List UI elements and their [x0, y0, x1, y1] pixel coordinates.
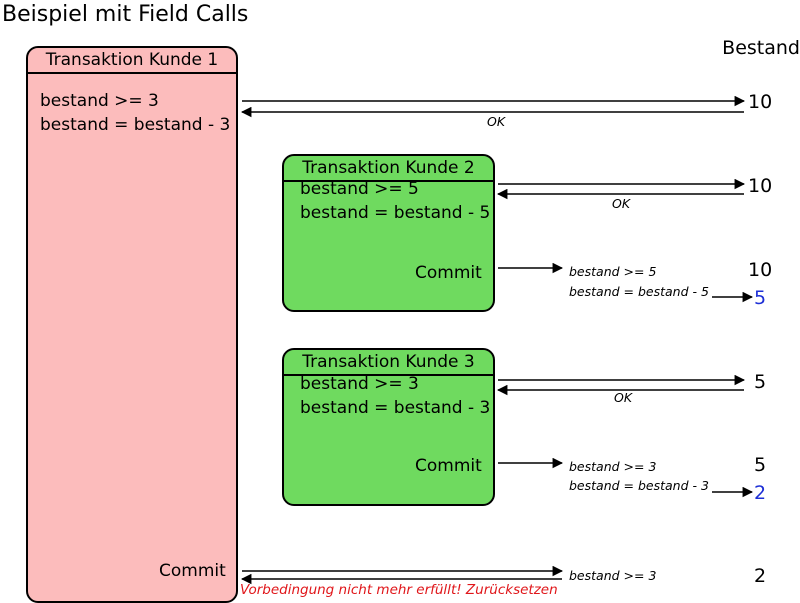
commit-update-text: bestand = bestand - 5: [569, 284, 709, 299]
ok-label: OK: [487, 114, 506, 129]
bestand-updated-value: 2: [754, 482, 767, 504]
update-text: bestand = bestand - 3: [300, 398, 491, 418]
bestand-value: 2: [754, 565, 767, 587]
bestand-value: 10: [748, 259, 773, 281]
update-text: bestand = bestand - 3: [40, 115, 231, 135]
update-text: bestand = bestand - 5: [300, 203, 491, 223]
bestand-value: 5: [754, 371, 767, 393]
commit-update-text: bestand = bestand - 3: [569, 478, 709, 493]
bestand-value: 10: [748, 175, 773, 197]
diagram-title: Beispiel mit Field Calls: [2, 2, 249, 27]
condition-text: bestand >= 5: [300, 179, 419, 199]
transaction-header: Transaktion Kunde 3: [284, 350, 493, 376]
commit-label: Commit: [415, 263, 482, 283]
bestand-value: 10: [748, 91, 773, 113]
commit-check-text: bestand >= 3: [569, 568, 657, 583]
commit-label: Commit: [415, 456, 482, 476]
transaction-header: Transaktion Kunde 1: [28, 48, 236, 74]
transaction-box-kunde-1: Transaktion Kunde 1: [26, 46, 238, 603]
ok-label: OK: [614, 390, 633, 405]
condition-text: bestand >= 3: [300, 374, 419, 394]
transaction-box-kunde-2: Transaktion Kunde 2: [282, 154, 495, 312]
commit-check-text: bestand >= 3: [569, 459, 657, 474]
rollback-warning: Vorbedingung nicht mehr erfüllt! Zurücks…: [240, 582, 558, 598]
condition-text: bestand >= 3: [40, 91, 159, 111]
commit-label: Commit: [159, 561, 226, 581]
transaction-box-kunde-3: Transaktion Kunde 3: [282, 348, 495, 506]
ok-label: OK: [612, 196, 631, 211]
commit-check-text: bestand >= 5: [569, 264, 657, 279]
transaction-header: Transaktion Kunde 2: [284, 156, 493, 182]
bestand-column-header: Bestand: [722, 37, 800, 59]
bestand-updated-value: 5: [754, 287, 767, 309]
bestand-value: 5: [754, 454, 767, 476]
